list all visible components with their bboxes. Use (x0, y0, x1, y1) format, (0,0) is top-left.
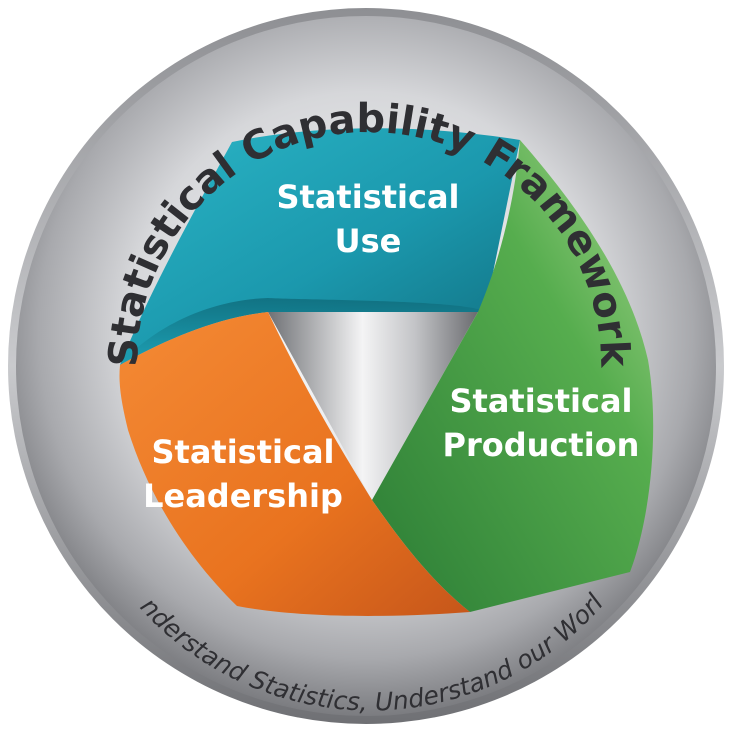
label-production-line2: Production (443, 426, 640, 464)
label-use-line2: Use (335, 222, 402, 260)
label-use-line1: Statistical (276, 178, 459, 216)
segment-production (372, 140, 654, 612)
segment-leadership (119, 312, 471, 616)
label-leadership-line2: Leadership (143, 477, 343, 515)
center-triangle (268, 312, 478, 500)
label-leadership-line1: Statistical (151, 433, 334, 471)
label-production-line1: Statistical (449, 382, 632, 420)
segment-use (120, 128, 520, 365)
